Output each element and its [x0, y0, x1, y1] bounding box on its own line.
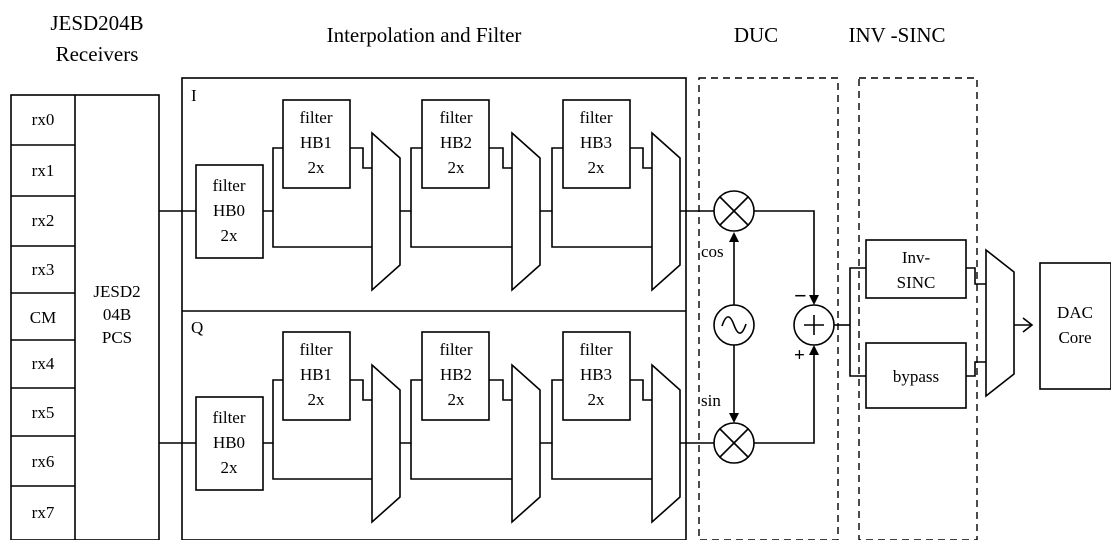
output-mux	[985, 248, 1015, 398]
i-filter-hb3	[562, 99, 631, 189]
dac-core-block	[1039, 262, 1111, 390]
inv-sinc-label-line1: Inv-	[902, 248, 931, 267]
lane-rx6: rx6	[32, 452, 55, 471]
inv-sinc-block	[865, 239, 967, 299]
q-mixer-icon	[713, 422, 755, 464]
summer-minus-sign: −	[794, 283, 807, 308]
q-hb3-factor: 2x	[588, 390, 606, 409]
lane-rx0: rx0	[32, 110, 55, 129]
i-mux-3	[651, 131, 681, 292]
header-inv-sinc: INV -SINC	[848, 23, 945, 47]
q-filter-hb2	[421, 331, 490, 421]
q-hb2-word: filter	[439, 340, 472, 359]
oscillator-icon	[713, 304, 755, 346]
q-hb0-word: filter	[212, 408, 245, 427]
arrow-cos	[729, 232, 739, 242]
i-mux-2	[511, 131, 541, 292]
q-hb1-name: HB1	[300, 365, 332, 384]
lane-rx7: rx7	[32, 503, 55, 522]
lane-rx1: rx1	[32, 161, 55, 180]
channel-i-label: I	[191, 86, 197, 105]
inv-sinc-label-line2: SINC	[897, 273, 936, 292]
q-filter-chain: filter HB0 2x filter HB1 2x filter HB2 2…	[195, 331, 681, 524]
i-hb2-factor: 2x	[448, 158, 466, 177]
channel-q-label: Q	[191, 318, 203, 337]
lane-cm: CM	[30, 308, 56, 327]
arrow-into-summer-bottom	[809, 345, 819, 355]
sin-label: sin	[701, 391, 721, 410]
lane-rx4: rx4	[32, 354, 55, 373]
receivers-block: rx0 rx1 rx2 rx3 CM rx4 rx5 rx6 rx7 JESD2…	[10, 94, 160, 540]
q-hb0-name: HB0	[213, 433, 245, 452]
q-hb0-factor: 2x	[221, 458, 239, 477]
lane-rx3: rx3	[32, 260, 55, 279]
q-filter-hb0	[195, 396, 264, 491]
i-hb0-factor: 2x	[221, 226, 239, 245]
pcs-label-line2: 04B	[103, 305, 131, 324]
dac-label-line1: DAC	[1057, 303, 1093, 322]
i-hb0-word: filter	[212, 176, 245, 195]
i-mixer-icon	[713, 190, 755, 232]
pcs-label-line3: PCS	[102, 328, 132, 347]
q-mux-1	[371, 363, 401, 524]
q-hb2-name: HB2	[440, 365, 472, 384]
arrow-sin	[729, 413, 739, 423]
q-hb1-word: filter	[299, 340, 332, 359]
dac-label-line2: Core	[1058, 328, 1091, 347]
header-duc: DUC	[734, 23, 778, 47]
i-hb1-factor: 2x	[308, 158, 326, 177]
i-filter-hb1	[282, 99, 351, 189]
i-filter-chain: filter HB0 2x filter HB1 2x filter HB2 2…	[195, 99, 681, 292]
i-hb2-word: filter	[439, 108, 472, 127]
pcs-label-line1: JESD2	[93, 282, 140, 301]
i-hb1-name: HB1	[300, 133, 332, 152]
i-hb2-name: HB2	[440, 133, 472, 152]
i-hb3-word: filter	[579, 108, 612, 127]
i-filter-hb0	[195, 164, 264, 259]
q-hb2-factor: 2x	[448, 390, 466, 409]
i-hb3-factor: 2x	[588, 158, 606, 177]
lane-rx5: rx5	[32, 403, 55, 422]
header-receivers-line2: Receivers	[56, 42, 139, 66]
i-hb1-word: filter	[299, 108, 332, 127]
receivers-outline	[10, 94, 160, 540]
inv-sinc-frame	[858, 77, 978, 540]
i-hb3-name: HB3	[580, 133, 612, 152]
q-hb3-name: HB3	[580, 365, 612, 384]
q-hb3-word: filter	[579, 340, 612, 359]
q-filter-hb1	[282, 331, 351, 421]
summer-plus-sign: +	[794, 345, 805, 366]
arrow-to-dac	[1022, 317, 1034, 333]
lane-rx2: rx2	[32, 211, 55, 230]
header-interpolation: Interpolation and Filter	[327, 23, 522, 47]
q-mux-2	[511, 363, 541, 524]
header-receivers-line1: JESD204B	[50, 11, 143, 35]
bypass-label: bypass	[893, 367, 939, 386]
cos-label: cos	[701, 242, 724, 261]
arrow-into-summer-top	[809, 295, 819, 305]
q-filter-hb3	[562, 331, 631, 421]
i-filter-hb2	[421, 99, 490, 189]
q-mux-3	[651, 363, 681, 524]
i-hb0-name: HB0	[213, 201, 245, 220]
summer-icon	[793, 304, 835, 346]
i-mux-1	[371, 131, 401, 292]
bypass-block	[865, 342, 967, 409]
q-hb1-factor: 2x	[308, 390, 326, 409]
